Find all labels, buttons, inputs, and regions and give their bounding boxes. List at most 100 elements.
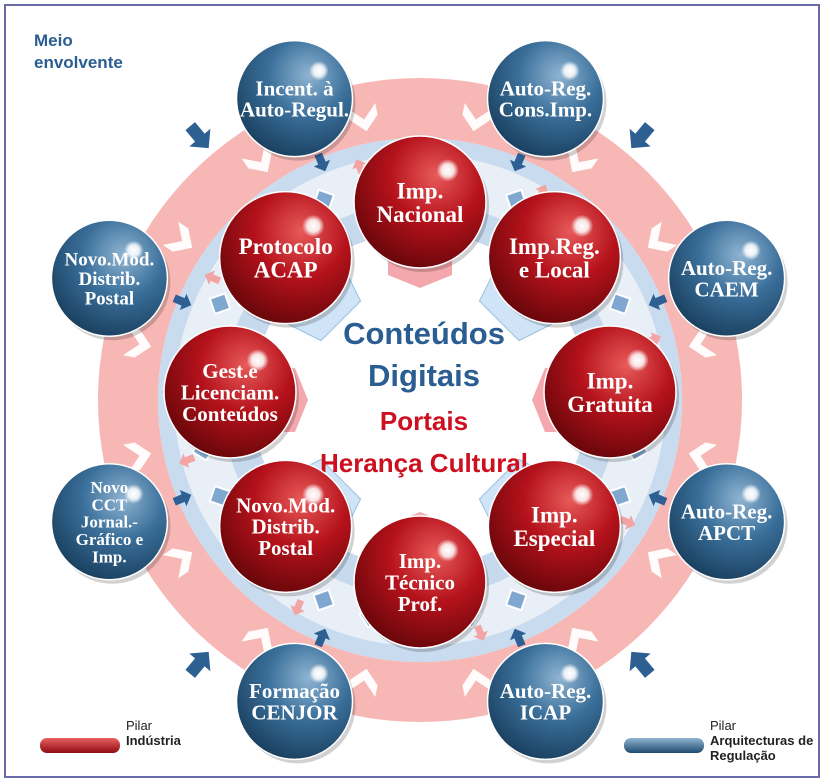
- sphere-label-line: Postal: [85, 288, 135, 309]
- ring-chevron: [241, 627, 272, 658]
- legend-regulation-swatch: [624, 738, 704, 753]
- center-subtitle-portais: Portais: [380, 406, 468, 436]
- sphere-label-line: Imp.: [397, 178, 444, 203]
- sphere-label-line: Postal: [258, 536, 313, 560]
- sphere-highlight: [559, 60, 580, 81]
- sphere-label-line: Nacional: [377, 202, 464, 227]
- ring-chevron: [647, 548, 678, 579]
- sphere-label-line: Licenciam.: [181, 380, 280, 404]
- sphere-label-line: Imp.: [587, 368, 634, 393]
- sphere-label-line: Incent. à: [255, 76, 334, 100]
- regulation-sphere: Auto-Reg.CAEM: [667, 219, 788, 341]
- sphere-highlight: [309, 60, 329, 81]
- sphere-label-line: Auto-Reg.: [500, 679, 592, 703]
- center-title: Conteúdos Digitais Portais Herança Cultu…: [320, 316, 528, 478]
- ring-diamond: [608, 292, 632, 316]
- outer-ring-chevrons: [123, 103, 717, 697]
- corner-label: Meio envolvente: [34, 30, 123, 74]
- ring-diamond: [208, 292, 232, 316]
- industry-sphere: Imp.Gratuita: [543, 325, 679, 462]
- sphere-label-line: Imp.: [531, 503, 578, 528]
- ring-chevron: [568, 627, 599, 658]
- sphere-highlight: [123, 484, 144, 504]
- industry-sphere: Imp.Especial: [487, 459, 624, 597]
- sphere-label-line: Auto-Reg.: [681, 499, 773, 523]
- regulation-sphere: Auto-Reg.APCT: [667, 462, 788, 584]
- sphere-label-line: Auto-Regul.: [240, 98, 349, 122]
- sphere-label-line: Protocolo: [239, 234, 333, 259]
- ring-chevron: [688, 327, 717, 358]
- flow-arrow: [509, 628, 527, 648]
- sphere-label-line: CCT: [91, 495, 128, 514]
- sphere-highlight: [570, 483, 594, 506]
- sphere-highlight: [741, 484, 761, 504]
- flow-arrow: [629, 122, 655, 149]
- sphere-highlight: [570, 214, 594, 238]
- sphere-label-line: ACAP: [254, 257, 318, 282]
- sphere-label-line: Imp.: [399, 549, 442, 573]
- sphere-label-line: Imp.Reg.: [509, 234, 600, 259]
- sphere-highlight: [302, 214, 325, 238]
- sphere-label-line: Novo: [91, 478, 129, 497]
- flow-arrow: [290, 598, 305, 616]
- sphere-label-line: Gráfico e: [76, 530, 144, 549]
- flow-arrow: [179, 453, 196, 468]
- sphere-highlight: [436, 539, 459, 562]
- sphere-highlight: [436, 159, 459, 182]
- sphere-label-line: Novo.Mod.: [65, 250, 155, 271]
- sphere-label-line: CAEM: [695, 277, 759, 301]
- legend-industry-swatch: [40, 738, 120, 753]
- sphere-label-line: Conteúdos: [182, 402, 278, 426]
- legend-regulation-line1: Pilar: [710, 718, 737, 733]
- flow-arrow: [473, 624, 488, 641]
- ring-chevron: [568, 142, 599, 173]
- corner-label-line1: Meio: [34, 31, 73, 50]
- sphere-highlight: [559, 663, 580, 684]
- center-title-line2: Digitais: [368, 358, 480, 393]
- ring-diamond: [312, 588, 336, 612]
- legend-industry: Pilar Indústria: [126, 718, 181, 748]
- flow-arrow: [204, 270, 222, 285]
- sphere-label-line: Distrib.: [79, 269, 141, 290]
- ring-chevron: [241, 142, 272, 173]
- sphere-label-line: e Local: [519, 257, 590, 282]
- sphere-highlight: [123, 240, 144, 261]
- flow-arrow: [172, 293, 192, 311]
- flow-arrow: [509, 152, 527, 172]
- flow-arrow: [648, 293, 668, 311]
- flow-arrow: [313, 628, 331, 648]
- center-title-line1: Conteúdos: [343, 316, 505, 351]
- regulation-sphere: Novo.Mod.Distrib.Postal: [50, 219, 171, 341]
- sphere-label-line: Distrib.: [252, 515, 320, 539]
- ring-chevron: [347, 668, 378, 697]
- sphere-highlight: [626, 349, 649, 372]
- ring-chevron: [123, 442, 152, 473]
- sphere-label-line: Especial: [513, 526, 595, 551]
- corner-label-line2: envolvente: [34, 53, 123, 72]
- legend-industry-line1: Pilar: [126, 718, 153, 733]
- legend-industry-line2: Indústria: [126, 733, 181, 748]
- regulation-sphere: Auto-Reg.Cons.Imp.: [486, 39, 607, 161]
- industry-sphere: Imp.Nacional: [353, 135, 489, 272]
- industry-sphere: Imp.Reg.e Local: [487, 190, 624, 328]
- regulation-sphere: Auto-Reg.ICAP: [486, 642, 607, 764]
- sphere-label-line: Prof.: [398, 592, 443, 616]
- flow-arrow: [185, 122, 211, 149]
- ring-chevron: [688, 442, 717, 473]
- flow-arrow: [185, 651, 211, 678]
- sphere-label-line: Auto-Reg.: [681, 256, 773, 280]
- sphere-highlight: [246, 349, 269, 372]
- sphere-label-line: Imp.: [92, 547, 126, 566]
- sphere-label-line: Gratuita: [567, 392, 653, 417]
- ring-diamond: [504, 588, 528, 612]
- industry-sphere: Novo.Mod.Distrib.Postal: [218, 459, 355, 597]
- sphere-label-line: Jornal.-: [81, 513, 138, 532]
- ring-chevron: [123, 327, 152, 358]
